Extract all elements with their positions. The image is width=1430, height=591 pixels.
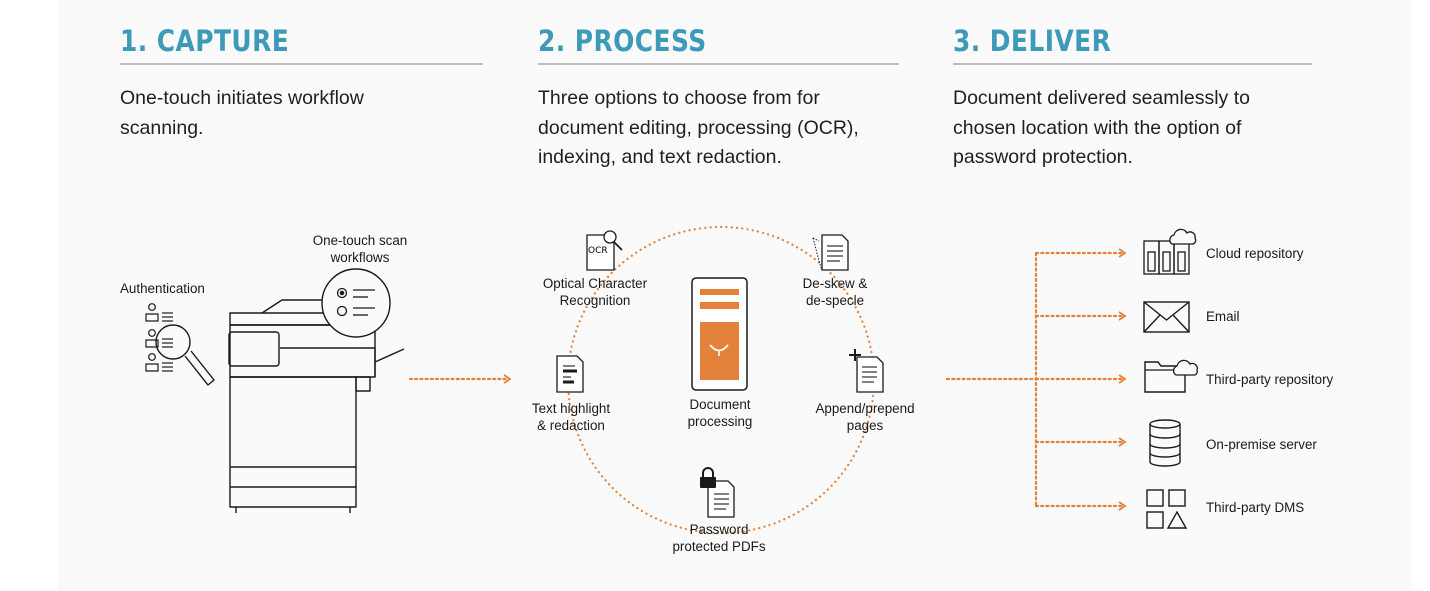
deliver-arrows bbox=[945, 248, 1127, 511]
authentication-label: Authentication bbox=[120, 281, 205, 296]
destination-third-party-repository: Third-party repository bbox=[1206, 372, 1334, 387]
destination-on-premise-server: On-premise server bbox=[1206, 437, 1317, 452]
deskew-icon bbox=[812, 234, 849, 271]
text-highlight-label: Text highlight & redaction bbox=[531, 401, 611, 433]
password-pdf-icon bbox=[700, 467, 735, 518]
shapes-dms-icon bbox=[1146, 489, 1188, 529]
text-highlight-icon bbox=[556, 355, 584, 393]
printer-icon bbox=[145, 268, 405, 513]
capture-rule bbox=[120, 63, 483, 65]
cloud-repository-icon bbox=[1143, 228, 1197, 275]
deskew-label: De-skew & de-specle bbox=[802, 276, 868, 308]
destination-email: Email bbox=[1206, 309, 1240, 324]
email-icon bbox=[1143, 301, 1190, 333]
ocr-label: Optical Character Recognition bbox=[542, 276, 648, 308]
document-processing-icon bbox=[691, 277, 748, 391]
append-pages-icon bbox=[849, 349, 884, 393]
process-title: 2. PROCESS bbox=[538, 24, 707, 58]
ocr-icon: OCR bbox=[586, 230, 623, 271]
folder-cloud-icon bbox=[1144, 359, 1198, 393]
document-processing-label: Document processing bbox=[687, 397, 753, 429]
password-pdf-label: Password protected PDFs bbox=[672, 522, 766, 554]
deliver-title: 3. DELIVER bbox=[953, 24, 1112, 58]
capture-description: One-touch initiates workflow scanning. bbox=[120, 87, 364, 139]
process-rule bbox=[538, 63, 899, 65]
destination-cloud-repository: Cloud repository bbox=[1206, 246, 1304, 261]
capture-title: 1. CAPTURE bbox=[120, 24, 290, 58]
append-pages-label: Append/prepend pages bbox=[815, 401, 915, 433]
process-description: Three options to choose from for documen… bbox=[538, 87, 859, 168]
deliver-rule bbox=[953, 63, 1312, 65]
destination-third-party-dms: Third-party DMS bbox=[1206, 500, 1305, 515]
capture-to-process-arrow bbox=[408, 374, 512, 384]
one-touch-label: One-touch scan workflows bbox=[312, 233, 408, 265]
deliver-description: Document delivered seamlessly to chosen … bbox=[953, 87, 1250, 168]
svg-text:OCR: OCR bbox=[588, 246, 608, 256]
database-server-icon bbox=[1149, 419, 1181, 467]
